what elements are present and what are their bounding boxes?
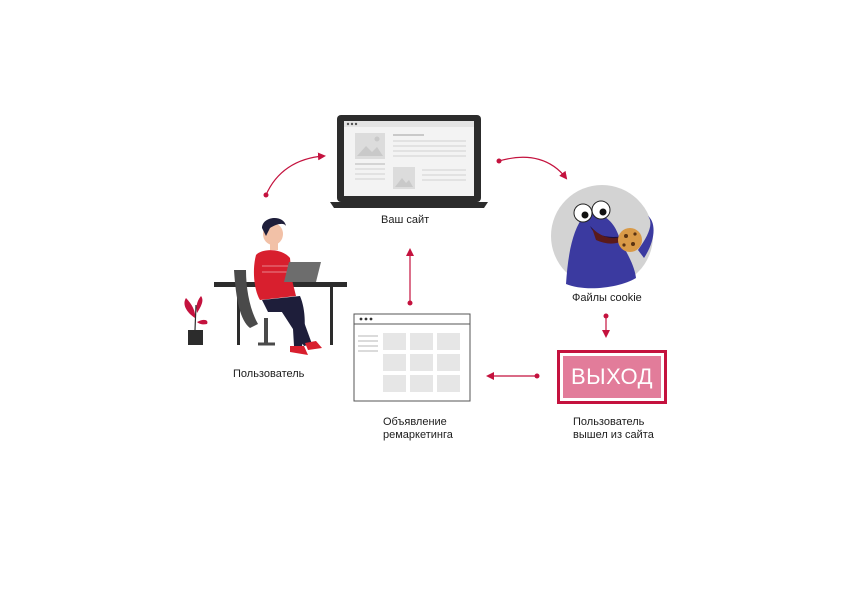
user-label: Пользователь	[233, 368, 305, 380]
ad-label-line1: Объявление	[383, 416, 447, 428]
browser-window-icon	[353, 313, 471, 402]
user-at-desk-illustration	[214, 217, 347, 355]
exit-sign-text: ВЫХОД	[563, 356, 661, 398]
laptop-icon	[330, 115, 488, 208]
site-label: Ваш сайт	[381, 214, 430, 226]
user-left-label-line2: вышел из сайта	[573, 429, 654, 441]
user-left-label-line1: Пользователь	[573, 416, 645, 428]
user-left-label: Пользователь вышел из сайта	[573, 416, 654, 442]
exit-sign: ВЫХОД	[557, 350, 667, 404]
ad-label: Объявление ремаркетинга	[383, 416, 453, 442]
cookie-monster-image	[551, 185, 654, 289]
plant-icon	[184, 296, 208, 345]
arrow-site-to-cookies	[498, 156, 568, 180]
ad-label-line2: ремаркетинга	[383, 429, 453, 441]
cookies-label: Файлы cookie	[572, 292, 642, 304]
arrow-user-to-site	[265, 152, 326, 196]
